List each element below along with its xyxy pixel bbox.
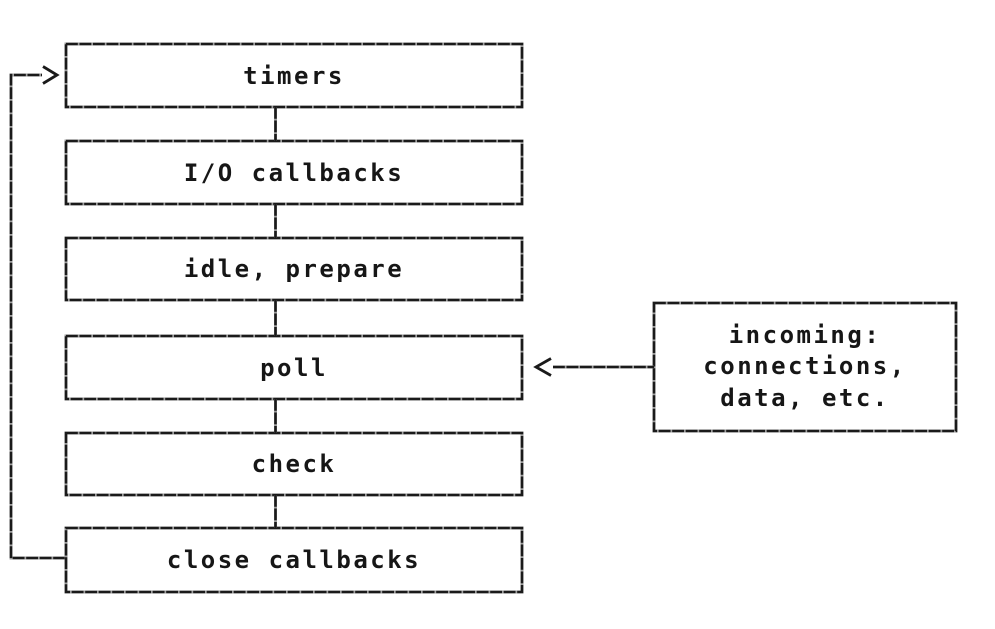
incoming-line-1: incoming: (728, 320, 882, 349)
phase-box-outline-idle-prepare (64, 236, 524, 302)
phase-box-outline-timers (64, 42, 524, 109)
phase-box-timers: timers (65, 43, 523, 108)
incoming-box: incoming: connections, data, etc. (653, 302, 957, 432)
phase-label-close-callbacks: close callbacks (166, 546, 422, 574)
phase-box-close-callbacks: close callbacks (65, 527, 523, 593)
phase-box-outline-io-callbacks (64, 139, 524, 206)
incoming-arrow (533, 357, 654, 377)
phase-box-outline-poll (64, 334, 524, 401)
phase-box-outline-check (64, 431, 524, 497)
phase-box-idle-prepare: idle, prepare (65, 237, 523, 301)
phase-label-poll: poll (260, 353, 328, 382)
arrow-left-icon (533, 357, 552, 377)
phase-label-io-callbacks: I/O callbacks (183, 158, 405, 187)
phase-box-poll: poll (65, 335, 523, 400)
phase-label-timers: timers (243, 61, 345, 90)
arrow-right-icon (42, 65, 60, 85)
phase-box-check: check (65, 432, 523, 496)
incoming-line-3: data, etc. (720, 383, 890, 412)
phase-label-check: check (251, 450, 337, 478)
phase-box-io-callbacks: I/O callbacks (65, 140, 523, 205)
phase-box-outline-close-callbacks (64, 526, 524, 594)
loopback-arrow (9, 65, 65, 560)
incoming-line-2: connections, (703, 352, 907, 381)
phase-label-idle-prepare: idle, prepare (183, 255, 405, 283)
incoming-box-outline (652, 301, 958, 433)
